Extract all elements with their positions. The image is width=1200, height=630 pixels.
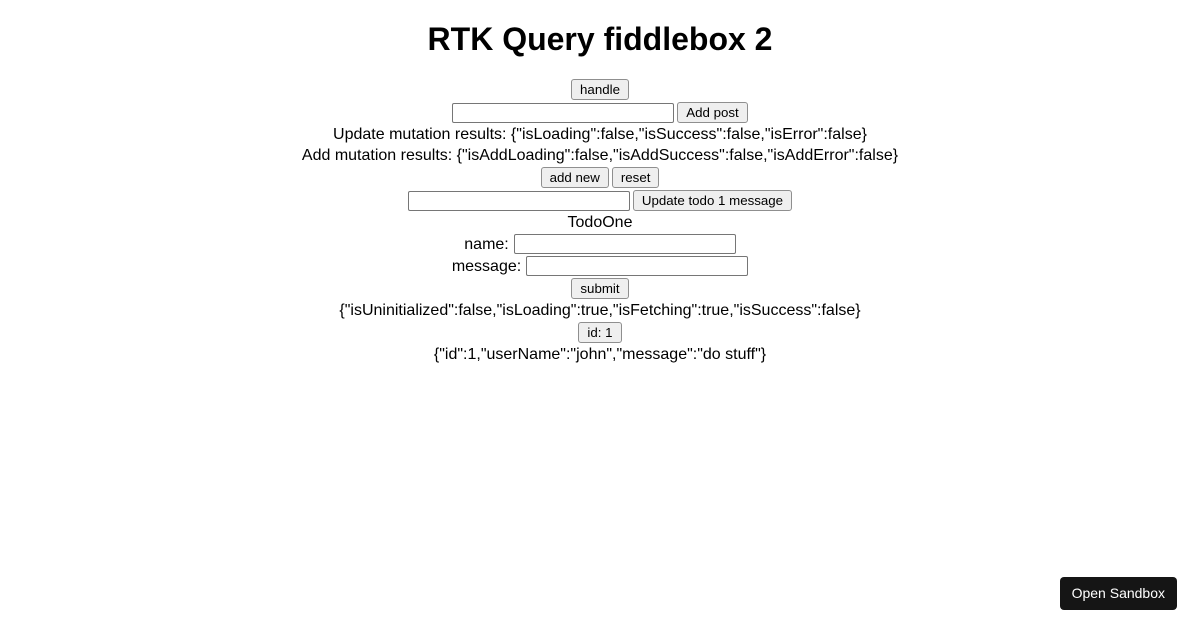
add-post-row: Add post xyxy=(0,102,1200,123)
todo-json-text: {"id":1,"userName":"john","message":"do … xyxy=(433,346,767,363)
open-sandbox-button[interactable]: Open Sandbox xyxy=(1059,577,1177,610)
update-todo-button[interactable]: Update todo 1 message xyxy=(632,190,793,211)
handle-button[interactable]: handle xyxy=(571,79,629,100)
add-new-reset-row: add new reset xyxy=(0,167,1200,188)
query-status-text: {"isUninitialized":false,"isLoading":tru… xyxy=(339,302,861,319)
app-root: RTK Query fiddlebox 2 handle Add post Up… xyxy=(0,21,1200,364)
add-mutation-results-text: Add mutation results: {"isAddLoading":fa… xyxy=(301,147,899,164)
handle-row: handle xyxy=(0,79,1200,100)
message-input[interactable] xyxy=(526,256,749,276)
message-row: message: xyxy=(0,256,1200,276)
add-post-input[interactable] xyxy=(452,102,675,123)
reset-button[interactable]: reset xyxy=(611,167,660,188)
name-row: name: xyxy=(0,234,1200,254)
todo-id-button[interactable]: id: 1 xyxy=(578,322,622,343)
update-todo-input[interactable] xyxy=(407,190,630,211)
message-label: message: xyxy=(451,257,522,275)
name-label: name: xyxy=(464,235,509,253)
submit-button[interactable]: submit xyxy=(571,278,629,299)
add-post-button[interactable]: Add post xyxy=(677,102,748,123)
update-todo-row: Update todo 1 message xyxy=(0,190,1200,211)
page-title: RTK Query fiddlebox 2 xyxy=(427,21,773,57)
submit-row: submit xyxy=(0,278,1200,299)
add-new-button[interactable]: add new xyxy=(540,167,609,188)
id-row: id: 1 xyxy=(0,322,1200,343)
update-mutation-results-text: Update mutation results: {"isLoading":fa… xyxy=(333,126,867,143)
name-input[interactable] xyxy=(513,234,736,254)
todo-one-heading: TodoOne xyxy=(567,214,633,231)
